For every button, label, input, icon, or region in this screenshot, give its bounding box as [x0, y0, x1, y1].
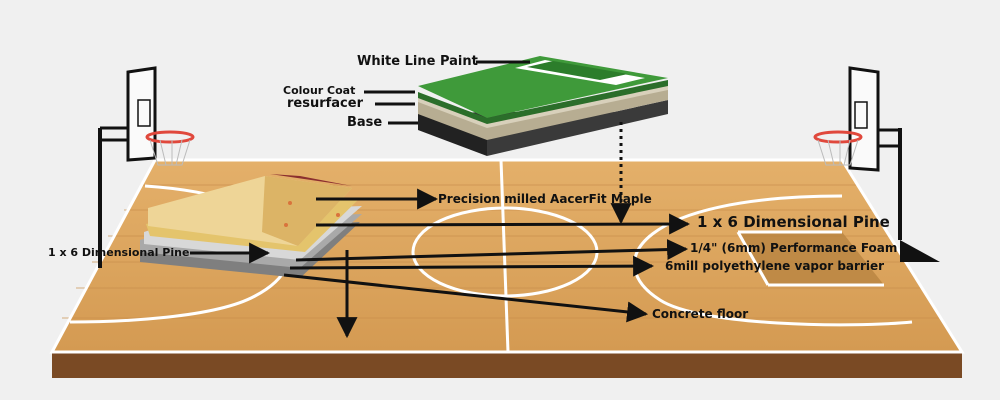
- basketball-hoop-icon: [813, 66, 940, 262]
- label-white-line-paint: White Line Paint: [357, 54, 478, 69]
- paint-area-right: [738, 232, 884, 285]
- arrow-vapor-barrier: [289, 255, 655, 277]
- wood-floor-section-inset: [140, 174, 362, 278]
- label-vapor-barrier: 6mill polyethylene vapor barrier: [665, 259, 885, 273]
- court-edge: [52, 352, 962, 378]
- basketball-hoop-icon: [98, 66, 195, 268]
- resurfacer-layer: [418, 88, 668, 140]
- label-pine-left: 1 x 6 Dimensional Pine: [48, 246, 190, 259]
- label-base: Base: [347, 115, 383, 130]
- label-colour-coat: Colour Coat: [283, 84, 356, 97]
- label-concrete: Concrete floor: [652, 307, 749, 321]
- arrow-concrete: [283, 273, 649, 323]
- label-resurfacer: resurfacer: [287, 96, 363, 111]
- surface-layers-inset: [418, 56, 668, 156]
- label-maple: Precision milled AacerFit Maple: [438, 192, 652, 206]
- arrow-pine-right: [315, 213, 691, 235]
- label-foam: 1/4" (6mm) Performance Foam: [690, 241, 898, 255]
- label-pine-right: 1 x 6 Dimensional Pine: [697, 213, 890, 231]
- arrow-foam: [295, 239, 689, 262]
